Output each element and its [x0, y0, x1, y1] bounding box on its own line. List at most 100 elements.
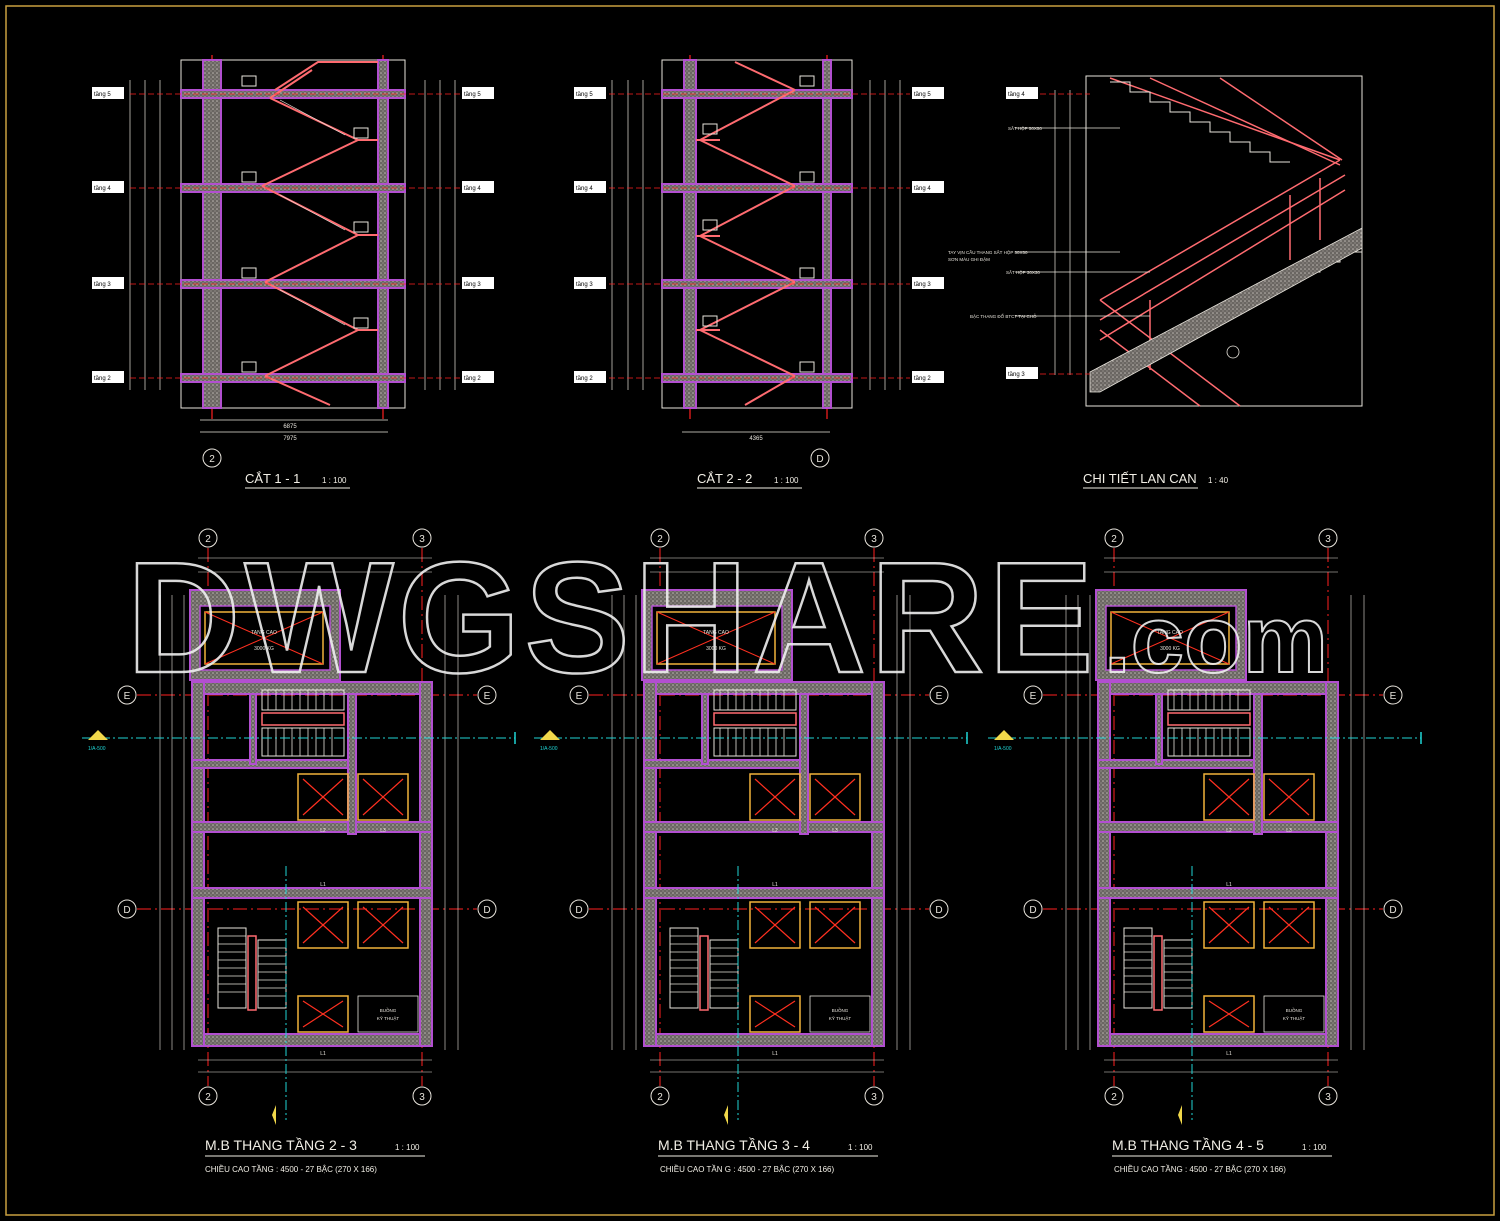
level-tag: tầng 5 [464, 92, 481, 98]
level-tag: tầng 4 [914, 186, 931, 192]
axis-bubble-2-bottom [198, 1086, 218, 1106]
plan-2-title: M.B THANG TẦNG 3 - 4 [658, 1137, 810, 1153]
section-2-title: CẮT 2 - 2 [697, 471, 752, 486]
plan-2-subtitle: CHIỀU CAO TẦN G : 4500 - 27 BẬC (270 X 1… [660, 1164, 834, 1174]
detail-note: SƠN MÀU GHI ĐẬM [948, 256, 990, 262]
watermark: DWGSHARE .com [125, 529, 1329, 708]
axis-label: 2 [657, 1092, 663, 1103]
axis-label: 2 [1111, 1092, 1117, 1103]
axis-label: D [123, 905, 130, 916]
level-tag: tầng 4 [576, 186, 593, 192]
level-tags-left: tầng 5 tầng 4 tầng 3 tầng 2 [92, 87, 124, 383]
axis-label: E [484, 691, 491, 702]
axis-label: 2 [205, 1092, 211, 1103]
plan-1-title: M.B THANG TẦNG 2 - 3 [205, 1137, 357, 1153]
axis-label: D [575, 905, 582, 916]
axis-label: 2 [1111, 534, 1117, 545]
section-tag: 1/A-500 [88, 746, 106, 752]
axis-bubble [810, 448, 830, 468]
axis-bubble-d-right [477, 899, 497, 919]
axis-label: D [935, 905, 942, 916]
axis-label: 3 [871, 534, 877, 545]
axis-label: E [936, 691, 943, 702]
lift-label: L1 [320, 882, 326, 888]
axis-label: E [576, 691, 583, 702]
level-tag: tầng 5 [914, 92, 931, 98]
tank-capacity: 3000 KG [254, 646, 274, 652]
level-tags-right: tầng 5 tầng 4 tầng 3 tầng 2 [912, 87, 944, 383]
axis-label: E [1030, 691, 1037, 702]
plan-3-subtitle: CHIỀU CAO TẦNG : 4500 - 27 BẬC (270 X 16… [1114, 1164, 1286, 1174]
section-2-2-drawing: tầng 5 tầng 4 tầng 3 tầng 2 tầng 5 tầng … [574, 55, 944, 489]
section-1-total-dimension: 7975 [283, 436, 297, 442]
plan-1-scale: 1 : 100 [395, 1143, 420, 1152]
level-tag: tầng 2 [94, 376, 111, 382]
detail-marker-icon [1226, 345, 1240, 359]
axis-label: 3 [419, 1092, 425, 1103]
detail-title: CHI TIẾT LAN CAN [1083, 471, 1197, 486]
level-tag: tầng 3 [576, 282, 593, 288]
level-tag: tầng 2 [464, 376, 481, 382]
axis-bubble-2-top [198, 528, 218, 548]
level-tag: tầng 3 [914, 282, 931, 288]
section-arrow-icon [88, 730, 108, 740]
plan-1-subtitle: CHIỀU CAO TẦNG : 4500 - 27 BẬC (270 X 16… [205, 1164, 377, 1174]
sheet-frame [5, 5, 1495, 1216]
level-tag: tầng 4 [94, 186, 111, 192]
axis-bubble-3-bottom [412, 1086, 432, 1106]
section-2-total-dimension: 4365 [749, 436, 763, 442]
detail-note: BẬC THANG ĐỔ BTCT TẠI CHỖ [970, 313, 1037, 319]
level-tags-left: tầng 5 tầng 4 tầng 3 tầng 2 [574, 87, 606, 383]
level-tag: tầng 5 [94, 92, 111, 98]
watermark-suffix: .com [1104, 586, 1328, 693]
axis-label: 3 [1325, 534, 1331, 545]
axis-bubble-e-right [477, 685, 497, 705]
axis-label: E [1390, 691, 1397, 702]
axis-label: D [816, 454, 823, 465]
watermark-text: DWGSHARE [126, 530, 1097, 706]
detail-scale: 1 : 40 [1208, 476, 1229, 485]
lift-label: L3 [380, 828, 386, 834]
section-1-scale: 1 : 100 [322, 476, 347, 485]
axis-label: 3 [419, 534, 425, 545]
level-tags-right: tầng 5 tầng 4 tầng 3 tầng 2 [462, 87, 494, 383]
axis-label: 2 [205, 534, 211, 545]
axis-label: D [1389, 905, 1396, 916]
axis-bubble-e-left [117, 685, 137, 705]
level-tag: tầng 5 [576, 92, 593, 98]
level-tag: tầng 2 [914, 376, 931, 382]
axis-label: 3 [871, 1092, 877, 1103]
axis-label: D [483, 905, 490, 916]
detail-note: TAY VỊN CẦU THANG SẮT HỘP 50X50 [948, 248, 1028, 255]
lift-label: L1 [320, 1051, 326, 1057]
level-tag: tầng 3 [1008, 372, 1025, 378]
axis-label: E [124, 691, 131, 702]
plan-3-scale: 1 : 100 [1302, 1143, 1327, 1152]
axis-label: D [1029, 905, 1036, 916]
detail-note: SẮT HỘP 50X50 [1008, 124, 1042, 131]
section-2-scale: 1 : 100 [774, 476, 799, 485]
axis-label: 3 [1325, 1092, 1331, 1103]
plan-drawing: TANG CAO 3000 KG [82, 528, 516, 1125]
room-label: KỸ THUẬT [377, 1015, 399, 1021]
section-1-sub-dimension: 6875 [283, 424, 297, 430]
level-tag: tầng 2 [576, 376, 593, 382]
detail-note: SẮT HỘP 30X30 [1006, 268, 1040, 275]
axis-bubble [202, 448, 222, 468]
plan-2-scale: 1 : 100 [848, 1143, 873, 1152]
section-arrow-icon [272, 1105, 276, 1125]
axis-label: 2 [657, 534, 663, 545]
lift-label: L2 [320, 828, 326, 834]
plan-3-title: M.B THANG TẦNG 4 - 5 [1112, 1137, 1264, 1153]
elevator-shafts: L2 L3 L1 L1 [297, 773, 409, 1057]
section-1-1-drawing: tầng 5 tầng 4 tầng 3 tầng 2 tầng 5 tầng … [92, 55, 494, 489]
section-1-title: CẮT 1 - 1 [245, 471, 300, 486]
railing-detail-drawing: tầng 4 tầng 3 SẮT HỘP 50X50 TAY VỊN CẦU … [948, 75, 1363, 489]
axis-label: 2 [209, 454, 215, 465]
level-tag: tầng 3 [94, 282, 111, 288]
level-tag: tầng 4 [464, 186, 481, 192]
tank-label: TANG CAO [251, 630, 277, 636]
level-tag: tầng 4 [1008, 92, 1025, 98]
